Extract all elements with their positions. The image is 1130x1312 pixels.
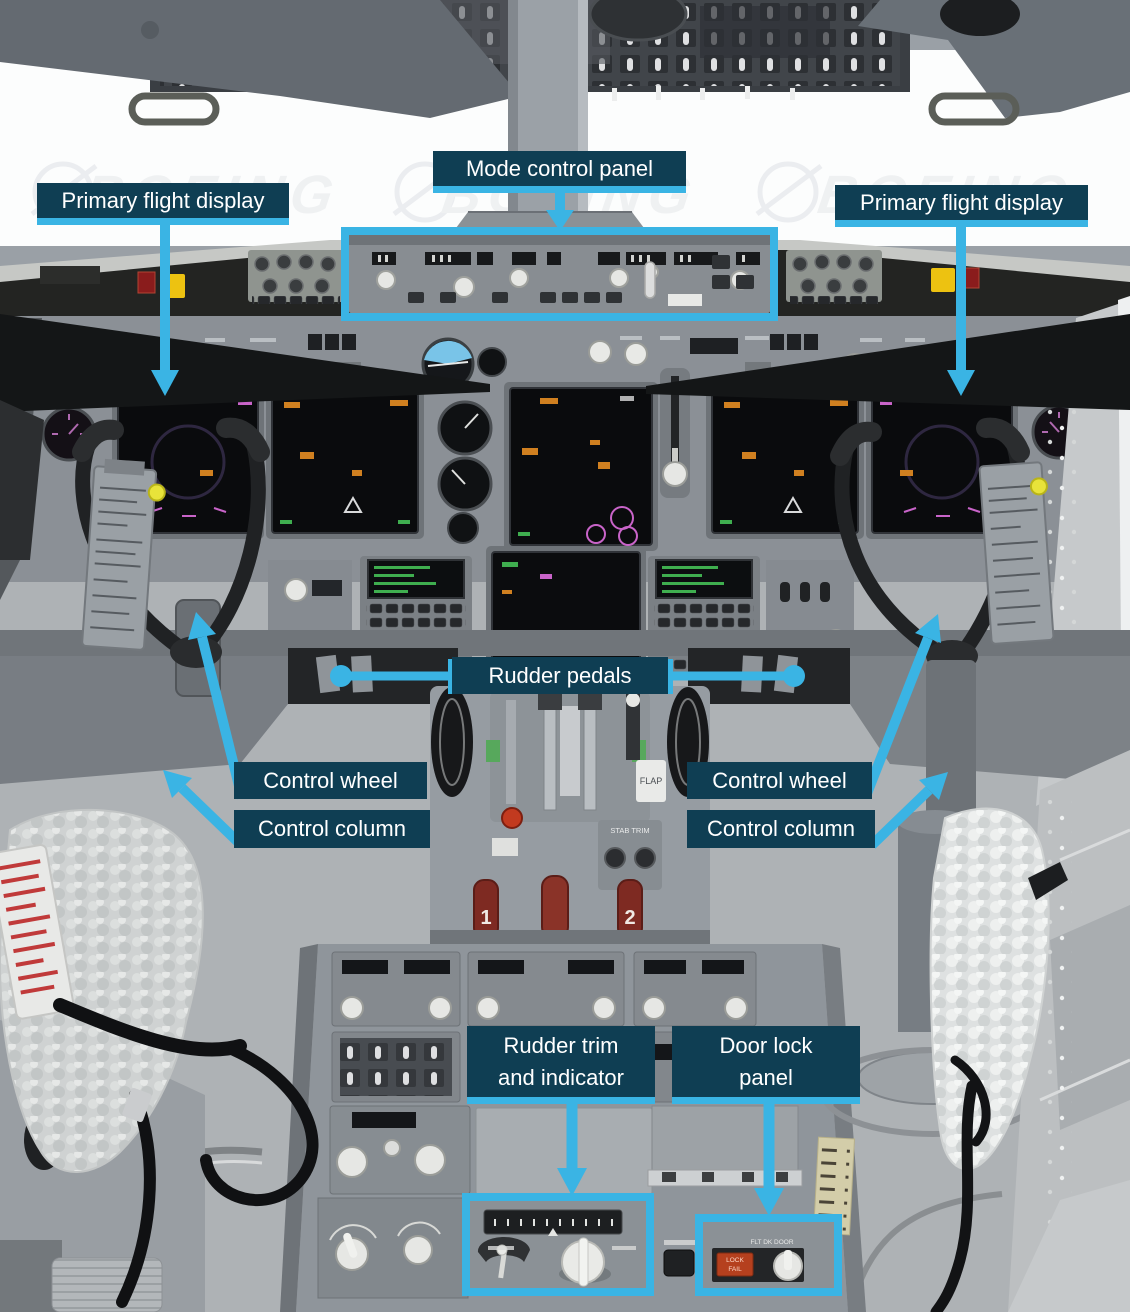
fire-warning-light-right <box>931 268 955 292</box>
landing-gear-lever <box>660 368 690 498</box>
upper-display-screen <box>504 382 658 551</box>
highlight-rect-mode-control-panel <box>341 227 778 321</box>
elevator-trim-switch <box>663 1240 698 1277</box>
right-side-console <box>850 656 1130 784</box>
arrow-pfd-left <box>151 223 179 396</box>
seat-belts-right <box>930 1055 991 1312</box>
radio-panels <box>331 951 757 1027</box>
label-control-column-left: Control column <box>234 810 430 848</box>
label-control-column-right: Control column <box>687 810 875 848</box>
label-rudder-trim-and-indicator: Rudder trim and indicator <box>467 1026 655 1104</box>
stab-trim-panel: STAB TRIM <box>598 820 662 890</box>
label-primary-flight-display-left: Primary flight display <box>37 183 289 225</box>
flap-lever-slot <box>626 694 640 760</box>
arrow-rudder-trim <box>557 1103 587 1196</box>
seat-placard <box>0 843 75 1020</box>
svg-text:2: 2 <box>624 907 635 929</box>
eyebrow-window-knob <box>940 0 1020 36</box>
pedestal-warning-light <box>501 807 523 829</box>
label-rudder-pedals: Rudder pedals <box>452 657 668 694</box>
rudder-trim-panel <box>470 1200 646 1290</box>
yellow-dot-sticker-right <box>1029 477 1048 496</box>
label-underline <box>835 220 1088 227</box>
pedestal-bottom-panels <box>317 1197 469 1299</box>
mode-control-panel <box>349 235 770 313</box>
label-underline <box>433 186 686 193</box>
rudder-pedals-left-dot <box>330 665 352 687</box>
arrow-door-lock <box>754 1103 784 1216</box>
trim-wheel-left <box>431 687 473 797</box>
svg-text:STAB TRIM: STAB TRIM <box>610 826 649 835</box>
master-caution-light <box>137 271 156 294</box>
checklist-ruler <box>812 1136 856 1236</box>
grab-handle-left <box>128 92 220 126</box>
svg-text:1: 1 <box>480 907 491 929</box>
arrow-mode-control-panel <box>546 192 574 231</box>
atc-panel <box>329 1105 471 1195</box>
label-underline <box>672 1097 860 1104</box>
label-door-lock-panel: Door lock panel <box>672 1026 860 1104</box>
arrow-control-wheel-right <box>861 614 941 798</box>
left-sun-visor <box>0 0 520 118</box>
fo-seat-area <box>929 750 1130 1312</box>
left-control-wheel <box>0 400 270 697</box>
glareshield-shadow-right <box>646 314 1130 410</box>
svg-text:LOCK: LOCK <box>726 1257 744 1264</box>
left-checklist-card <box>81 458 166 651</box>
svg-text:FAIL: FAIL <box>728 1266 742 1273</box>
glareshield-shadow-left <box>0 314 490 412</box>
svg-text:FLAP: FLAP <box>640 776 663 786</box>
svg-text:FLT DK DOOR: FLT DK DOOR <box>750 1239 793 1246</box>
rudder-pedals-right-dot <box>783 665 805 687</box>
arrow-pfd-right <box>947 225 975 396</box>
label-underline <box>467 1097 655 1104</box>
label-underline <box>37 218 289 225</box>
lock-fail-light <box>716 1252 754 1277</box>
label-control-wheel-left: Control wheel <box>234 762 427 799</box>
belt-buckle <box>122 1087 152 1123</box>
sheepskin-cover-right <box>929 807 1050 1170</box>
grab-handle-right <box>928 92 1020 126</box>
flap-placard <box>636 760 666 802</box>
yellow-dot-sticker <box>147 483 166 502</box>
standby-gauges <box>437 400 493 544</box>
highlight-rect-rudder-trim <box>462 1193 654 1296</box>
label-control-wheel-right: Control wheel <box>687 762 872 799</box>
speedbrake-lever <box>506 700 516 804</box>
right-sun-visor <box>858 0 1130 118</box>
arrow-control-column-left <box>163 770 244 848</box>
captain-seat <box>0 809 319 1312</box>
label-mode-control-panel: Mode control panel <box>433 151 686 193</box>
left-nd-screen <box>266 387 424 539</box>
arrow-control-column-right <box>868 772 948 849</box>
label-primary-flight-display-right: Primary flight display <box>835 185 1088 227</box>
highlight-rect-door-lock <box>695 1214 842 1296</box>
mcp-altitude-wheel <box>644 261 656 299</box>
right-checklist-card <box>978 461 1055 645</box>
door-lock-panel: FLT DK DOOR LOCK FAIL <box>702 1222 834 1288</box>
